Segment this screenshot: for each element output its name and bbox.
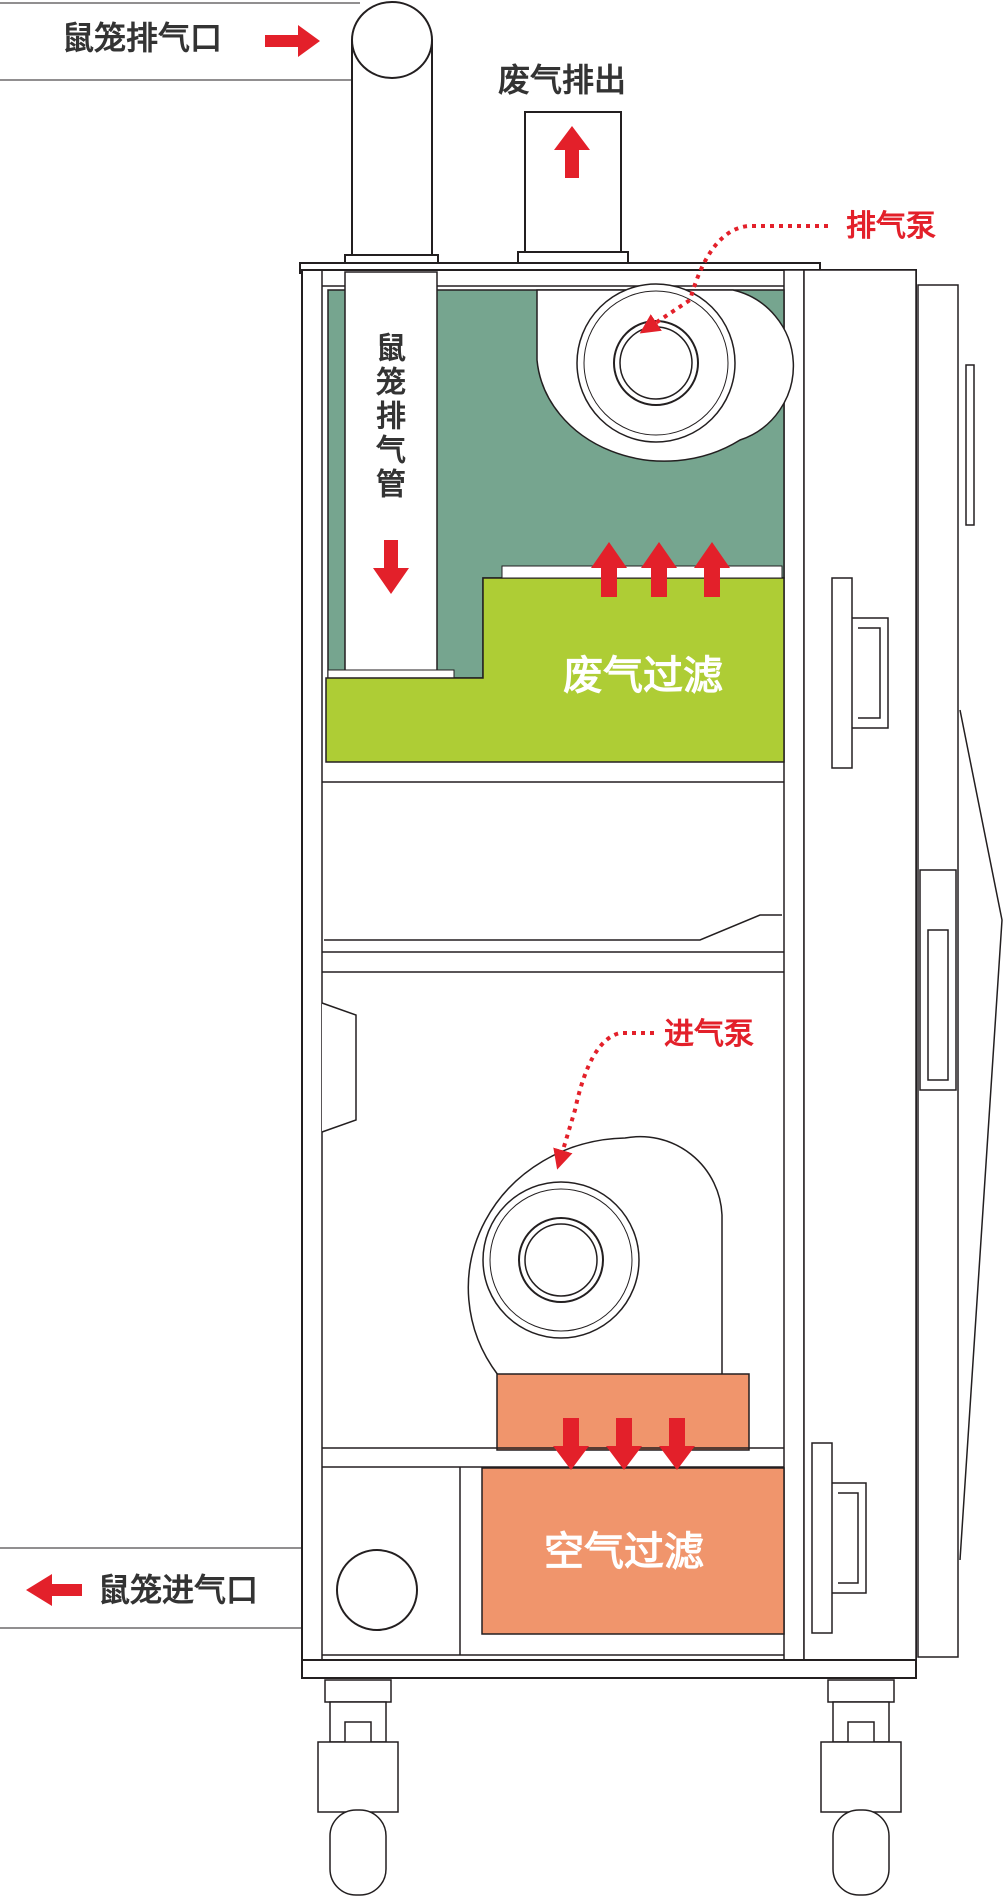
cage-exhaust-pipe-inner (344, 271, 438, 675)
left-vent (321, 1002, 357, 1133)
arrow-air-down-2 (606, 1418, 642, 1470)
right-post (783, 269, 805, 1679)
cage-exhaust-pipe-top (344, 1, 439, 266)
leader-exhaust-pump (639, 224, 828, 334)
arrow-exhaust-port (265, 25, 320, 57)
lower-handle (811, 1442, 867, 1634)
exhaust-blower (536, 283, 795, 462)
upper-handle (831, 577, 889, 769)
arrow-air-down-3 (659, 1418, 695, 1470)
label-air-filter: 空气过滤 (544, 1529, 704, 1575)
arrow-intake-port (26, 1574, 82, 1606)
flow-arrows (26, 25, 730, 1606)
pipe-base-plate (327, 669, 455, 679)
label-exhaust-filter: 废气过滤 (563, 653, 723, 699)
label-cage-exhaust-pipe: 鼠笼排气管 (370, 332, 405, 502)
label-cage-exhaust-port: 鼠笼排气口 (62, 19, 223, 57)
label-intake-pump: 进气泵 (664, 1017, 754, 1052)
door-panel (803, 269, 1003, 1679)
intake-blower (467, 1135, 723, 1376)
arrow-pipe-down (373, 540, 409, 594)
arrow-filter-up-3 (694, 542, 730, 597)
leader-intake-pump (553, 1031, 654, 1170)
base-plate (301, 1659, 917, 1679)
label-cage-intake-port: 鼠笼进气口 (98, 1571, 259, 1609)
cage-intake-port (336, 1549, 418, 1631)
caster-right (820, 1679, 902, 1896)
label-exhaust-out: 废气排出 (498, 61, 627, 99)
mid-tray (324, 914, 782, 941)
arrow-air-down-1 (553, 1418, 589, 1470)
exhaust-filter (325, 577, 785, 763)
arrow-exhaust-out (554, 126, 590, 178)
arrow-filter-up-2 (641, 542, 677, 597)
arrow-filter-up-1 (591, 542, 627, 597)
caster-left (317, 1679, 399, 1896)
label-exhaust-pump: 排气泵 (846, 209, 936, 244)
air-filter (481, 1467, 785, 1635)
